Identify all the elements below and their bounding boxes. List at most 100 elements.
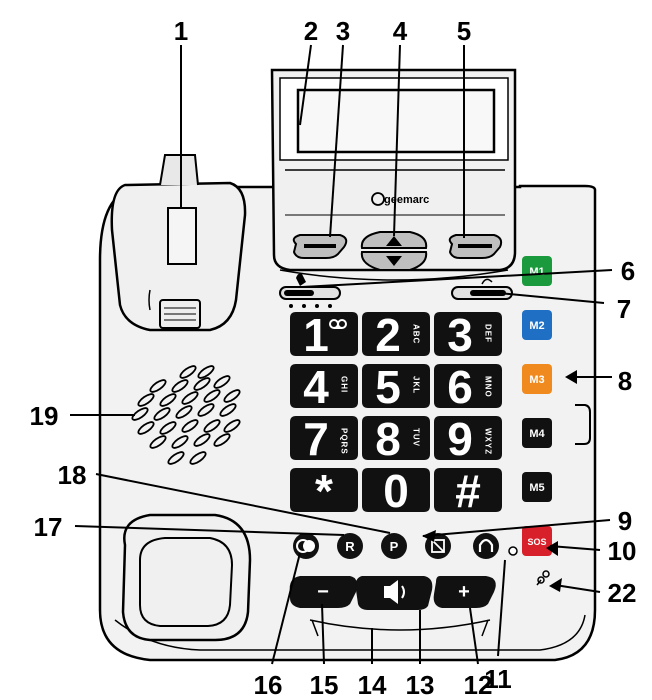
arrow-8-icon	[565, 370, 577, 384]
key-letters: WXYZ	[484, 428, 493, 455]
recall-button[interactable]: R	[337, 533, 363, 559]
caller-id-button[interactable]	[293, 533, 319, 559]
callout-13: 13	[406, 670, 435, 700]
key-cap	[362, 468, 430, 512]
volume-down-label: −	[317, 581, 329, 603]
grille-slot	[175, 405, 193, 419]
key-3[interactable]: 3 DEF	[434, 309, 502, 361]
key-letters: PQRS	[340, 428, 349, 455]
key-cap	[290, 364, 358, 408]
key-digit: 3	[447, 309, 473, 361]
key-letters: ABC	[412, 324, 421, 344]
headset-icon	[478, 538, 494, 552]
memory-button-body	[522, 526, 552, 556]
handset-cradle	[110, 154, 247, 332]
grille-slot	[137, 421, 155, 435]
callout-3: 3	[336, 16, 350, 46]
key-cap	[434, 468, 502, 512]
memory-button-m4[interactable]: M4	[522, 418, 552, 448]
callout-5: 5	[457, 16, 471, 46]
memory-button-m3[interactable]: M3	[522, 364, 552, 394]
grille-slot	[223, 389, 241, 403]
key-digit: 2	[375, 309, 401, 361]
volume-down-button[interactable]	[289, 576, 358, 608]
grille-slot	[223, 419, 241, 433]
key-2[interactable]: 2 ABC	[362, 309, 430, 361]
grille-slot	[213, 433, 231, 447]
grille-slot	[179, 365, 197, 379]
key-digit: 0	[383, 465, 409, 517]
pause-button[interactable]: P	[381, 533, 407, 559]
memory-button-body	[522, 472, 552, 502]
key-digit: 4	[303, 361, 329, 413]
memory-button-body	[522, 256, 552, 286]
memory-button-body	[522, 364, 552, 394]
callout-14: 14	[358, 670, 387, 700]
volume-up-label: +	[458, 581, 470, 603]
arrow-22-icon	[549, 578, 562, 592]
side-tab	[575, 404, 591, 445]
grille-slot	[213, 375, 231, 389]
key-digit: 1	[303, 309, 329, 361]
key-letters: TUV	[412, 428, 421, 447]
callout-9: 9	[618, 506, 632, 536]
memory-button-sos[interactable]: SOS	[522, 526, 552, 556]
callout-17: 17	[34, 512, 63, 542]
memory-button-label: SOS	[527, 537, 546, 547]
key-digit: #	[455, 465, 481, 517]
speaker-icon	[384, 580, 398, 604]
callout-6: 6	[621, 256, 635, 286]
callout-15: 15	[310, 670, 339, 700]
grille-slot	[197, 365, 215, 379]
key-cap	[434, 416, 502, 460]
volume-up-button[interactable]	[433, 576, 496, 608]
grille-slot	[193, 377, 211, 391]
key-digit: *	[315, 465, 333, 517]
grille-slot	[197, 403, 215, 417]
callout-22: 22	[608, 578, 637, 608]
volume-bar: − +	[289, 576, 496, 637]
callout-12: 12	[464, 670, 493, 700]
grille-slot	[131, 407, 149, 421]
callout-4: 4	[393, 16, 408, 46]
key-letters: MNO	[484, 376, 493, 398]
grille-slot	[149, 379, 167, 393]
memory-button-label: M1	[529, 266, 544, 278]
grille-slot	[137, 393, 155, 407]
key-1[interactable]: 1	[290, 309, 358, 361]
memory-button-label: M3	[529, 374, 544, 386]
key-digit: 8	[375, 413, 401, 465]
memory-button-m2[interactable]: M2	[522, 310, 552, 340]
brand-logo-icon	[371, 192, 385, 206]
memory-button-label: M4	[529, 428, 545, 440]
callout-8: 8	[618, 366, 632, 396]
grille-slot	[159, 421, 177, 435]
key-11[interactable]: 0	[362, 465, 430, 517]
callout-10: 10	[608, 536, 637, 566]
grille-slot	[171, 435, 189, 449]
grille-slot	[167, 451, 185, 465]
key-10[interactable]: *	[290, 465, 358, 517]
grille-slot	[181, 391, 199, 405]
grille-slot	[219, 403, 237, 417]
key-letters: DEF	[484, 324, 493, 343]
memory-button-m1[interactable]: M1	[522, 256, 552, 286]
key-cap	[434, 312, 502, 356]
key-8[interactable]: 8 TUV	[362, 413, 430, 465]
grille-slot	[203, 419, 221, 433]
leader-lines	[70, 44, 613, 665]
headset-button[interactable]	[473, 533, 499, 559]
memory-button-body	[522, 418, 552, 448]
memory-button-m5[interactable]: M5	[522, 472, 552, 502]
key-cap	[290, 312, 358, 356]
key-12[interactable]: #	[434, 465, 502, 517]
callout-7: 7	[617, 294, 631, 324]
